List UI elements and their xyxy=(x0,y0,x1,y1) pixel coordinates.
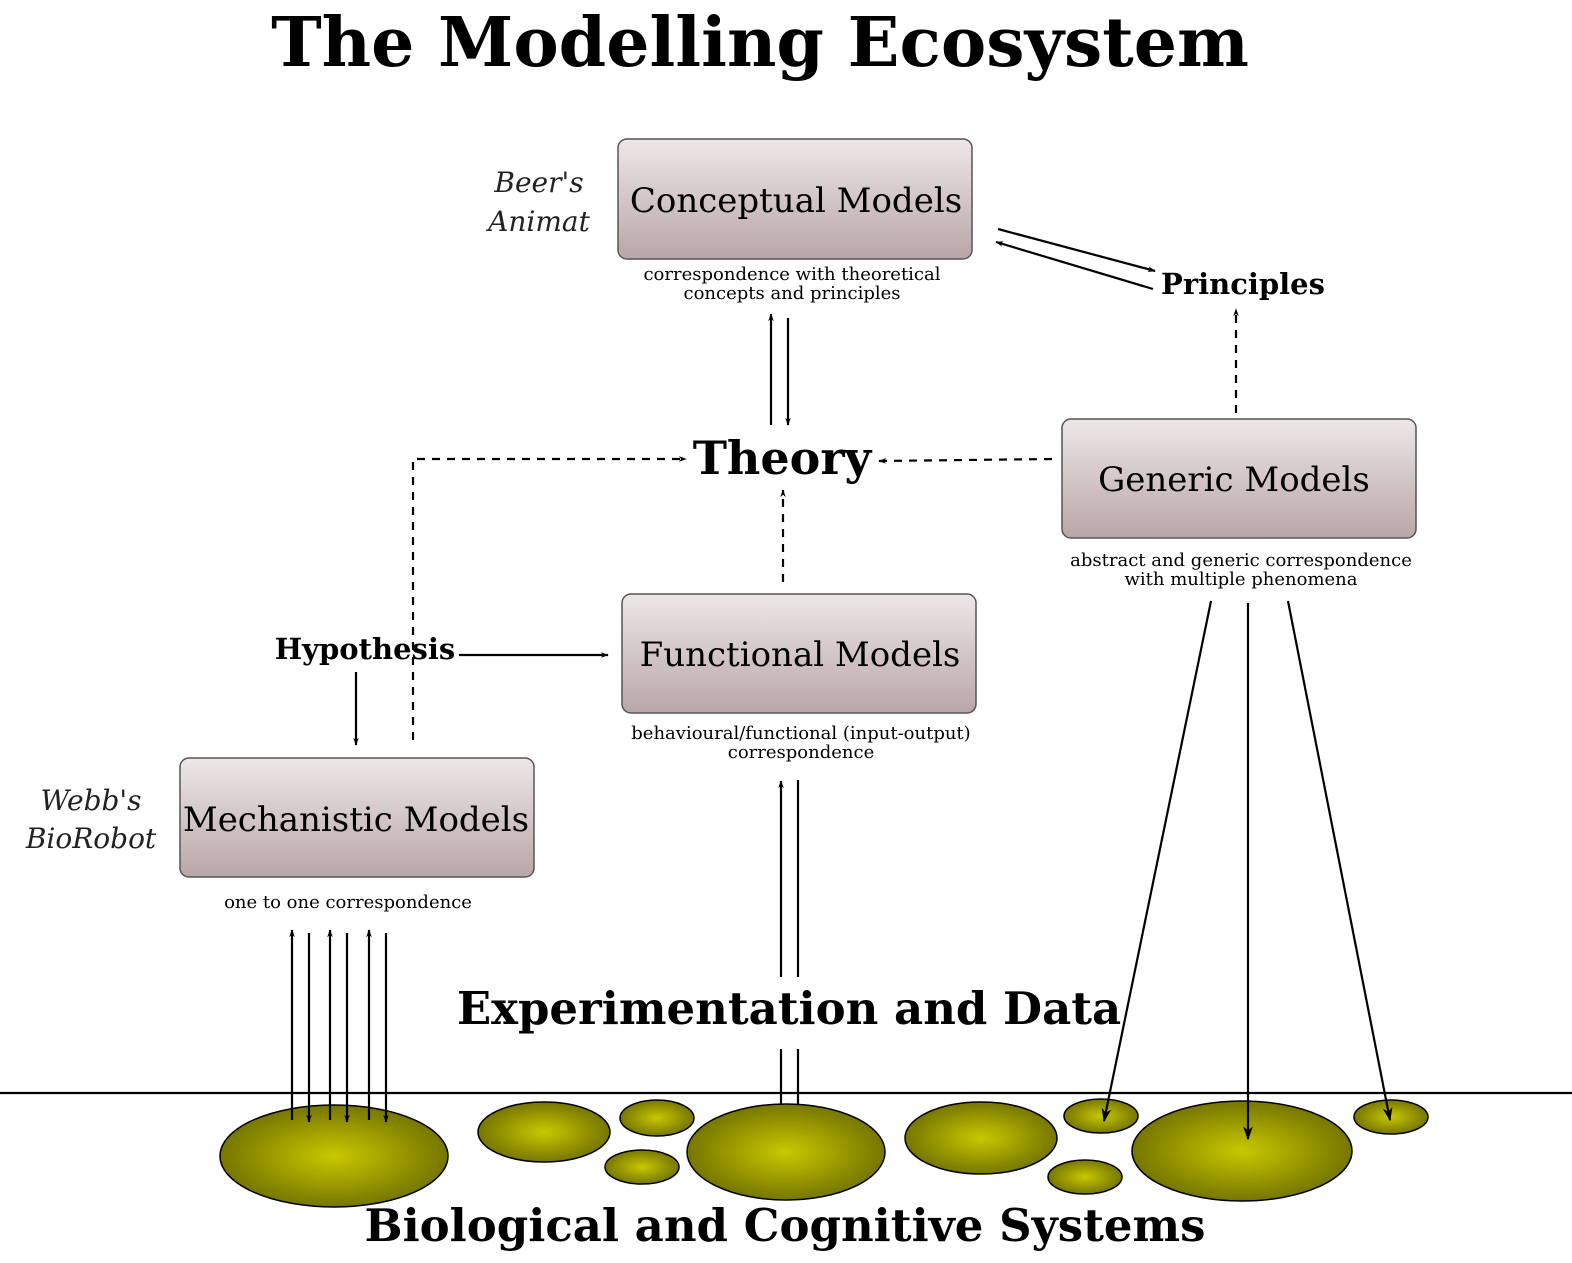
system-blob-large-center xyxy=(686,1103,886,1201)
webb-note-line1: Webb's xyxy=(41,784,142,817)
mechanistic-models-label: Mechanistic Models xyxy=(183,800,529,840)
conceptual-models-label: Conceptual Models xyxy=(630,181,962,221)
functional-caption-line1: behavioural/functional (input-output) xyxy=(631,723,970,744)
system-blob xyxy=(619,1099,695,1137)
arrow-generic-to-theory xyxy=(878,457,1053,464)
arrow-conceptual-to-principles xyxy=(997,227,1156,273)
system-blob xyxy=(1047,1159,1123,1195)
system-blob xyxy=(604,1149,680,1185)
beer-note-line1: Beer's xyxy=(493,166,583,199)
conceptual-models-box: Conceptual Models xyxy=(617,138,973,260)
arrow-principles-to-conceptual xyxy=(995,240,1154,291)
functional-models-label: Functional Models xyxy=(640,635,961,675)
arrow-mechanistic-to-theory xyxy=(411,456,687,740)
generic-models-box: Generic Models xyxy=(1061,418,1417,539)
mechanistic-models-box: Mechanistic Models xyxy=(179,757,535,878)
system-blob xyxy=(904,1101,1058,1175)
webb-note-line2: BioRobot xyxy=(25,822,157,855)
conceptual-caption-line2: concepts and principles xyxy=(683,283,900,304)
biological-systems-label: Biological and Cognitive Systems xyxy=(365,1199,1206,1252)
diagram-title: The Modelling Ecosystem xyxy=(271,3,1249,83)
system-blob-large-left xyxy=(219,1104,449,1208)
mechanistic-caption-line1: one to one correspondence xyxy=(224,892,472,913)
arrow-generic-to-system-right xyxy=(1286,600,1393,1122)
beer-note-line2: Animat xyxy=(485,205,590,238)
functional-caption-line2: correspondence xyxy=(728,742,874,763)
generic-models-label: Generic Models xyxy=(1098,460,1370,500)
system-blob xyxy=(1353,1099,1429,1135)
arrow-generic-to-system-left xyxy=(1101,600,1213,1123)
system-blob-large-right xyxy=(1131,1100,1353,1202)
theory-label: Theory xyxy=(693,431,873,485)
hypothesis-label: Hypothesis xyxy=(275,632,455,666)
principles-label: Principles xyxy=(1161,267,1325,301)
experimentation-label: Experimentation and Data xyxy=(457,982,1121,1035)
generic-caption-line1: abstract and generic correspondence xyxy=(1070,550,1412,571)
system-blob xyxy=(477,1101,611,1163)
generic-caption-line2: with multiple phenomena xyxy=(1124,569,1357,590)
system-blob xyxy=(1063,1098,1139,1134)
functional-models-box: Functional Models xyxy=(621,593,977,714)
conceptual-caption-line1: correspondence with theoretical xyxy=(643,264,940,285)
